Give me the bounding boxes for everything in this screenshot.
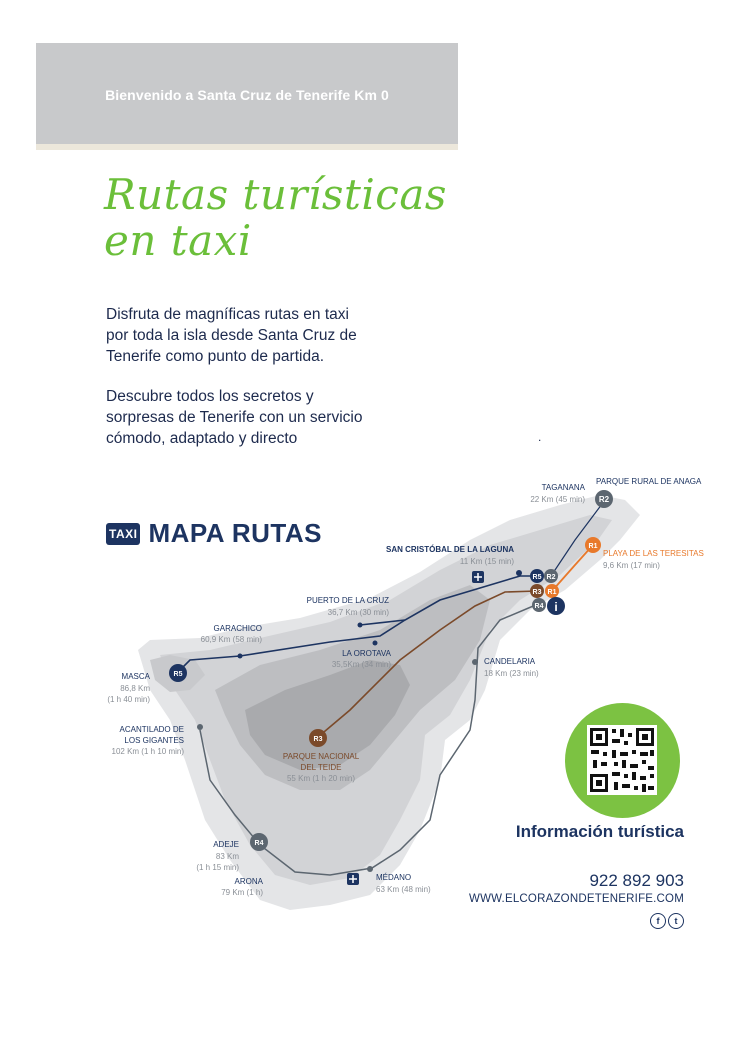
label-anaga: PARQUE RURAL DE ANAGA — [596, 477, 702, 486]
label-teresitas: PLAYA DE LAS TERESITAS — [603, 549, 704, 558]
route-r4-line — [199, 603, 539, 876]
route-badge-r3-teide: R3 — [309, 729, 327, 747]
intro-paragraph-2: Descubre todos los secretos y sorpresas … — [106, 386, 376, 449]
label-adeje-detail: 83 Km — [216, 852, 239, 861]
label-teresitas-detail: 9,6 Km (17 min) — [603, 561, 660, 570]
route-badge-r4-adeje: R4 — [250, 833, 268, 851]
label-candelaria-detail: 18 Km (23 min) — [484, 669, 539, 678]
route-badge-r2: R2 — [544, 569, 558, 583]
intro-line: Disfruta de magníficas rutas en taxi — [106, 306, 349, 323]
label-arona: ARONA — [235, 877, 264, 886]
label-adeje-detail-2: (1 h 15 min) — [196, 863, 239, 872]
facebook-icon[interactable]: f — [650, 913, 666, 929]
website-link[interactable]: WWW.ELCORAZONDETENERIFE.COM — [469, 893, 684, 905]
label-adeje: ADEJE — [213, 840, 239, 849]
label-masca: MASCA — [122, 672, 151, 681]
dot-puerto-cruz — [357, 622, 363, 628]
label-teide-2: DEL TEIDE — [301, 763, 342, 772]
info-icon: i — [547, 597, 565, 615]
svg-text:R1: R1 — [548, 589, 557, 596]
label-taganana-detail: 22 Km (45 min) — [530, 495, 585, 504]
label-medano-detail: 63 Km (48 min) — [376, 885, 431, 894]
header-divider — [36, 144, 458, 150]
header-banner: Bienvenido a Santa Cruz de Tenerife Km 0 — [36, 43, 458, 144]
svg-text:R4: R4 — [255, 840, 264, 847]
label-gigantes-detail: 102 Km (1 h 10 min) — [112, 747, 185, 756]
dot-medano — [367, 866, 373, 872]
label-taganana: TAGANANA — [542, 483, 586, 492]
map-labels: TAGANANA 22 Km (45 min) PARQUE RURAL DE … — [107, 477, 703, 897]
dot-laguna — [516, 570, 522, 576]
route-badge-r2-top: R2 — [595, 490, 613, 508]
title-line-2: en taxi — [104, 216, 252, 265]
label-orotava-detail: 35,5Km (34 min) — [332, 660, 391, 669]
label-teide-detail: 55 Km (1 h 20 min) — [287, 774, 355, 783]
svg-text:R3: R3 — [533, 589, 542, 596]
route-badge-r4: R4 — [532, 598, 546, 612]
twitter-icon[interactable]: t — [668, 913, 684, 929]
route-badge-r5-masca: R5 — [169, 664, 187, 682]
label-teide: PARQUE NACIONAL — [283, 752, 360, 761]
qr-code-badge[interactable] — [565, 703, 680, 818]
intro-paragraph-1: Disfruta de magníficas rutas en taxi por… — [106, 304, 376, 367]
map-title-text: MAPA RUTAS — [148, 518, 322, 548]
page-title: Rutas turísticas en taxi — [104, 172, 447, 264]
svg-text:R5: R5 — [174, 671, 183, 678]
label-laguna: SAN CRISTÓBAL DE LA LAGUNA — [386, 545, 514, 554]
phone-number[interactable]: 922 892 903 — [589, 871, 684, 890]
route-r5-line — [177, 575, 537, 673]
svg-text:R4: R4 — [535, 603, 544, 610]
svg-text:R3: R3 — [314, 736, 323, 743]
label-puerto-cruz: PUERTO DE LA CRUZ — [307, 596, 390, 605]
route-badge-r3: R3 — [530, 584, 544, 598]
intro-line: Tenerife como punto de partida. — [106, 348, 324, 365]
route-r2-line — [550, 499, 606, 577]
label-candelaria: CANDELARIA — [484, 657, 536, 666]
label-gigantes-2: LOS GIGANTES — [124, 736, 184, 745]
map-title: TAXI MAPA RUTAS — [106, 518, 322, 549]
intro-line: sorpresas de Tenerife con un servicio — [106, 409, 363, 426]
intro-line: cómodo, adaptado y directo — [106, 430, 298, 447]
qr-code[interactable] — [587, 725, 657, 795]
intro-line: por toda la isla desde Santa Cruz de — [106, 327, 357, 344]
label-laguna-detail: 11 Km (15 min) — [460, 557, 514, 566]
label-puerto-cruz-detail: 36,7 Km (30 min) — [328, 608, 390, 617]
header-text: Bienvenido a Santa Cruz de Tenerife Km 0 — [105, 87, 389, 103]
route-r1-line — [551, 544, 594, 592]
label-orotava: LA OROTAVA — [342, 649, 392, 658]
route-badge-r5: R5 — [530, 569, 544, 583]
label-medano: MÉDANO — [376, 873, 411, 882]
title-line-1: Rutas turísticas — [104, 170, 447, 219]
route-r5-branch — [359, 619, 406, 626]
dot-candelaria — [472, 659, 478, 665]
svg-text:R2: R2 — [599, 495, 610, 504]
airport-north-icon — [472, 571, 484, 583]
dot-garachico — [237, 653, 243, 659]
info-title: Información turística — [515, 822, 684, 841]
route-r3-line — [317, 590, 538, 738]
label-gigantes: ACANTILADO DE — [120, 725, 184, 734]
route-badge-r1: R1 — [545, 584, 559, 598]
label-masca-detail-2: (1 h 40 min) — [107, 695, 150, 704]
label-masca-detail: 86,8 Km — [120, 684, 150, 693]
airport-south-icon — [347, 873, 359, 885]
label-garachico: GARACHICO — [214, 624, 262, 633]
social-icons: f t — [650, 913, 684, 929]
stray-dot: . — [538, 430, 542, 444]
route-badge-r1-top: R1 — [585, 537, 601, 553]
island-layer-4 — [245, 660, 410, 770]
dot-orotava — [372, 640, 378, 646]
taxi-icon: TAXI — [106, 522, 141, 545]
label-arona-detail: 79 Km (1 h) — [221, 888, 263, 897]
svg-text:R1: R1 — [589, 543, 598, 550]
intro-line: Descubre todos los secretos y — [106, 388, 314, 405]
svg-text:R5: R5 — [533, 574, 542, 581]
dot-gigantes — [197, 724, 203, 730]
svg-text:i: i — [554, 600, 557, 614]
label-garachico-detail: 60,9 Km (58 min) — [201, 635, 263, 644]
svg-text:R2: R2 — [547, 574, 556, 581]
